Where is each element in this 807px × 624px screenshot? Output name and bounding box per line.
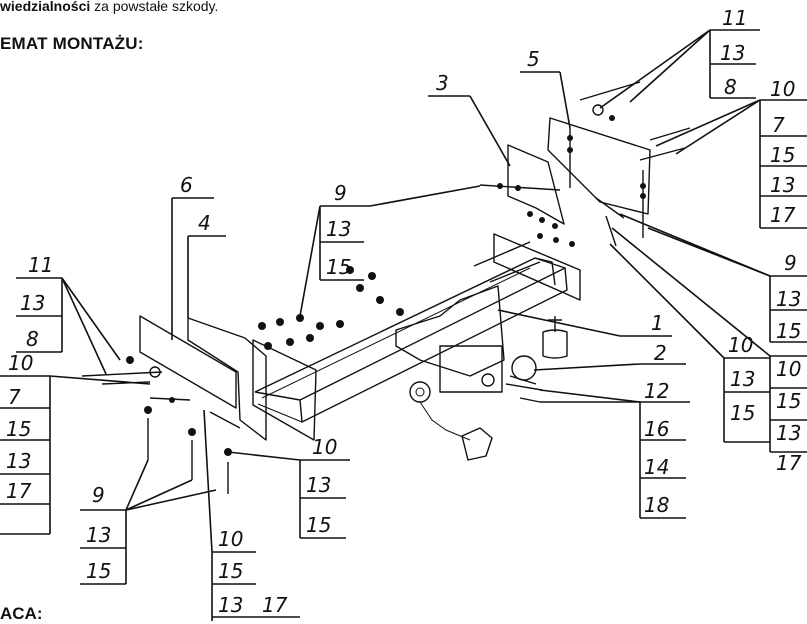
label-14: 14: [644, 455, 669, 479]
label-mc-15: 15: [306, 513, 331, 537]
label-top-right-8: 8: [724, 75, 737, 99]
label-right-9: 9: [784, 251, 797, 275]
label-part-3: 3: [436, 71, 449, 95]
label-bottom-9: 9: [92, 483, 105, 507]
leader-lines: [0, 29, 807, 621]
label-mc-10: 10: [312, 435, 337, 459]
label-cb-13: 13: [218, 593, 243, 617]
label-left-13b: 13: [6, 449, 31, 473]
label-left-10: 10: [8, 351, 33, 375]
header-bold: wiedzialności: [0, 0, 91, 14]
right-bracket: [493, 117, 651, 301]
label-right-7: 7: [772, 113, 785, 137]
label-top-right-13: 13: [720, 41, 745, 65]
electrical-socket: [409, 316, 568, 461]
label-right-b-17: 17: [776, 451, 802, 475]
bolt-chains: [81, 81, 691, 494]
label-right-b-13: 13: [776, 421, 801, 445]
label-left-17: 17: [6, 479, 32, 503]
label-center-13: 13: [326, 217, 351, 241]
label-part-2: 2: [654, 341, 667, 365]
label-mid-right-13: 13: [730, 367, 755, 391]
label-center-15: 15: [326, 255, 351, 279]
label-right-9-13: 13: [776, 287, 801, 311]
header-rest: za powstałe szkody.: [90, 0, 219, 14]
label-part-1: 1: [651, 311, 664, 335]
label-left-11: 11: [28, 253, 53, 277]
label-part-5: 5: [527, 47, 540, 71]
label-left-13: 13: [20, 291, 45, 315]
label-right-9-15: 15: [776, 319, 801, 343]
left-bracket: [139, 315, 317, 441]
label-top-right-11: 11: [722, 6, 747, 30]
label-left-7: 7: [8, 385, 21, 409]
footer-title: ACA:: [0, 604, 43, 623]
hitch-body: [395, 285, 537, 393]
label-part-4: 4: [198, 211, 211, 235]
label-12: 12: [644, 379, 669, 403]
label-bottom-13: 13: [86, 523, 111, 547]
label-cb-10: 10: [218, 527, 243, 551]
label-right-b-15: 15: [776, 389, 801, 413]
part-labels: 11 13 8 5 3 10 7 15 13 17 9 13 15 10 15 …: [6, 6, 802, 617]
header-text: wiedzialności za powstałe szkody.: [0, 0, 218, 14]
label-left-15: 15: [6, 417, 31, 441]
label-cb-17: 17: [262, 593, 288, 617]
label-right-15: 15: [770, 143, 795, 167]
label-mid-right-10: 10: [728, 333, 753, 357]
label-left-8: 8: [26, 327, 39, 351]
label-right-10: 10: [770, 77, 795, 101]
label-18: 18: [644, 493, 669, 517]
label-right-13: 13: [770, 173, 795, 197]
label-part-6: 6: [180, 173, 193, 197]
label-bottom-15: 15: [86, 559, 111, 583]
label-right-17: 17: [770, 203, 796, 227]
label-cb-15: 15: [218, 559, 243, 583]
label-right-b-10: 10: [776, 357, 801, 381]
label-center-9: 9: [334, 181, 347, 205]
label-16: 16: [644, 417, 669, 441]
label-mid-right-15: 15: [730, 401, 755, 425]
label-mc-13: 13: [306, 473, 331, 497]
section-title: EMAT MONTAŻU:: [0, 34, 144, 53]
